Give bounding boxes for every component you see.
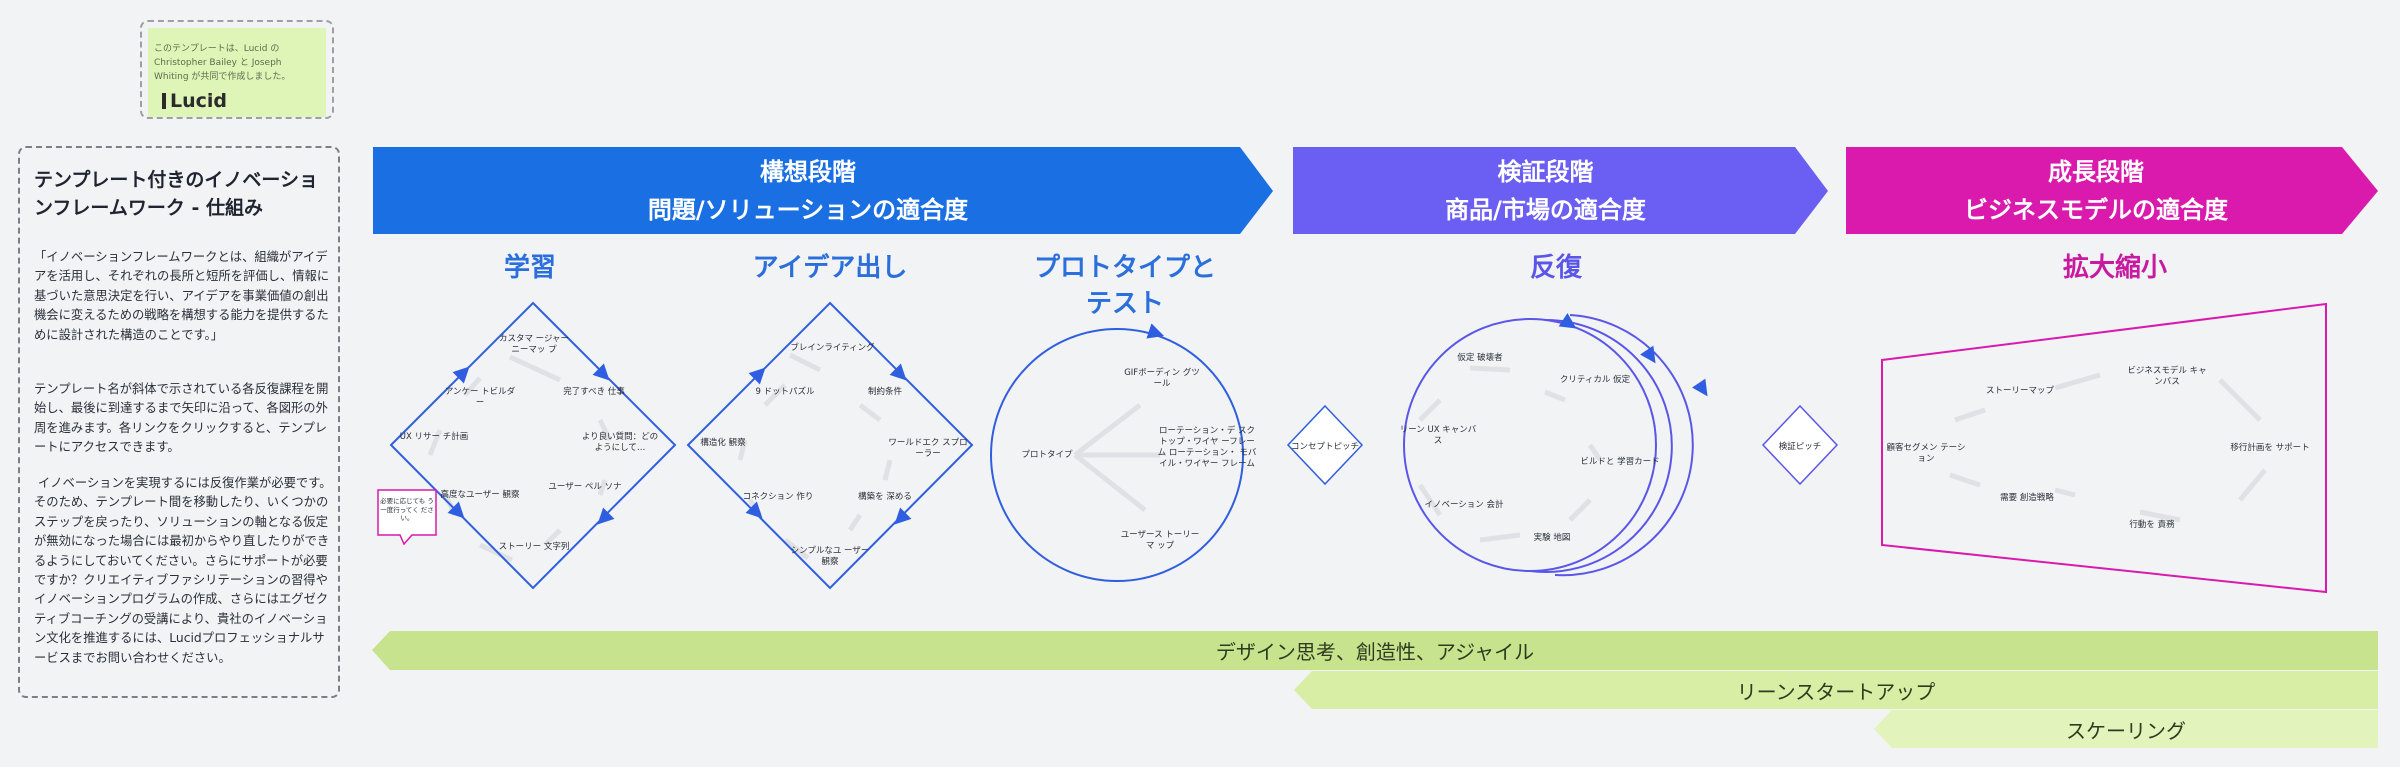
ideate-node-deepen-build[interactable]: 構築を 深める	[858, 492, 912, 502]
proto-node-gif-boarding[interactable]: GIFボーディン グツール	[1124, 368, 1200, 389]
stage-prototype-title: プロトタイプと テスト	[1033, 253, 1216, 319]
explanation-panel: テンプレート付きのイノベーションフレームワーク - 仕組み 「イノベーションフレ…	[18, 146, 340, 698]
proto-node-prototype[interactable]: プロトタイプ	[1021, 450, 1073, 460]
banner-validation-title: 検証段階	[1497, 157, 1594, 186]
banner-growth-shape	[1846, 147, 2378, 234]
learn-node-survey-builder[interactable]: アンケー トビルダ ー	[444, 387, 516, 408]
scale-trapezoid	[1881, 302, 2327, 594]
scale-node-accountability[interactable]: 行動を 責務	[2129, 520, 2175, 530]
banner-growth-subtitle: ビジネスモデルの適合度	[1964, 195, 2228, 224]
ideate-node-structured-observation[interactable]: 構造化 観察	[700, 438, 746, 448]
banner-validation: 検証段階 商品/市場の適合度	[1293, 147, 1798, 234]
prototype-circle	[990, 328, 1244, 582]
banner-validation-subtitle: 商品/市場の適合度	[1445, 195, 1646, 224]
band-scaling-shape	[1874, 710, 2378, 748]
lucid-logo-icon	[162, 93, 166, 109]
iterate-loop-3	[1554, 314, 1694, 577]
learn-node-better-questions[interactable]: より良い質問：どの ようにして…	[581, 432, 659, 453]
panel-title: テンプレート付きのイノベーションフレームワーク - 仕組み	[34, 169, 319, 219]
learn-node-story-string[interactable]: ストーリー 文字列	[498, 542, 570, 552]
band-lean-startup: リーンスタートアップ	[1736, 679, 1936, 704]
scale-node-customer-segmentation[interactable]: 顧客セグメン テーション	[1886, 443, 1966, 464]
band-scaling: スケーリング	[2066, 718, 2186, 743]
attribution-text: このテンプレートは、Lucid の Christopher Bailey と J…	[154, 44, 291, 82]
learn-retry-callout-text: 必要に応じても う一度行ってく ださい。	[380, 497, 434, 522]
attribution-sticky: このテンプレートは、Lucid の Christopher Bailey と J…	[148, 28, 326, 117]
ideate-node-simple-observation[interactable]: シンプルなユ ーザー観察	[790, 546, 870, 567]
ideate-node-9-dot-puzzle[interactable]: 9 ドットパズル	[755, 387, 815, 397]
iterate-node-lean-ux-canvas[interactable]: リーン UX キャンバス	[1399, 425, 1477, 446]
proto-node-user-story-map[interactable]: ユーザース トーリーマ ップ	[1120, 530, 1200, 551]
ideate-node-connection-making[interactable]: コネクション 作り	[742, 492, 814, 502]
band-design-thinking: デザイン思考、創造性、アジャイル	[1215, 640, 1535, 664]
banner-ideation-subtitle: 問題/ソリューションの適合度	[647, 195, 969, 224]
validation-pitch-label[interactable]: 検証ピッチ	[1778, 442, 1822, 452]
learn-node-journey-map[interactable]: カスタマ ージャー ニーマッ プ	[498, 334, 570, 355]
scale-node-demand-generation[interactable]: 需要 創造戦略	[2000, 493, 2054, 503]
learn-node-user-persona[interactable]: ユーザー ペル ソナ	[548, 482, 622, 492]
scale-node-business-model-canvas[interactable]: ビジネスモデル キャンバス	[2127, 366, 2207, 387]
ideate-diamond	[686, 301, 974, 590]
ideate-node-brainwriting[interactable]: ブレインライティング	[790, 343, 875, 353]
scale-node-transition-plan[interactable]: 移行計画を サポート	[2230, 443, 2310, 453]
iterate-node-innovation-accounting[interactable]: イノベーション 会計	[1424, 500, 1504, 510]
stage-scale-title: 拡大縮小	[2062, 253, 2167, 283]
iterate-node-experiment-map[interactable]: 実験 地図	[1533, 533, 1571, 543]
band-lean-startup-shape	[1294, 671, 2378, 709]
learn-node-ux-research-plan[interactable]: UX リサー チ計画	[399, 432, 469, 442]
validation-pitch-diamond[interactable]	[1761, 404, 1839, 486]
iterate-node-assumption-breaker[interactable]: 仮定 破壊者	[1457, 353, 1503, 363]
learn-node-advanced-observation[interactable]: 高度なユーザー 観察	[440, 490, 520, 500]
lucid-logo-text: Lucid	[170, 90, 228, 112]
ideate-node-world-explorer[interactable]: ワールドエク スプローラー	[888, 438, 968, 459]
iterate-node-critical-assumption[interactable]: クリティカル 仮定	[1559, 375, 1631, 385]
band-design-thinking-shape	[372, 631, 2378, 670]
panel-paragraph-instructions: テンプレート名が斜体で示されている各反復課程を開始し、最後に到達するまで矢印に沿…	[34, 382, 329, 455]
attribution-note: このテンプレートは、Lucid の Christopher Bailey と J…	[140, 20, 334, 119]
learn-diamond	[389, 301, 677, 590]
banner-validation-shape	[1293, 147, 1828, 234]
banner-ideation-shape	[373, 147, 1273, 234]
learn-node-jobs-to-be-done[interactable]: 完了すべき 仕事	[563, 387, 625, 397]
proto-node-wireframes[interactable]: ローテーション・デ スクトップ・ワイヤ ーフレーム ローテーション・ モバイル・…	[1157, 426, 1257, 469]
panel-paragraph-definition: 「イノベーションフレームワークとは、組織がアイデアを活用し、それぞれの長所と短所…	[34, 250, 330, 342]
iterate-loop-2	[1529, 318, 1673, 573]
banner-ideation: 構想段階 問題/ソリューションの適合度	[373, 147, 1243, 234]
stage-iterate-title: 反復	[1529, 253, 1582, 283]
lucid-logo[interactable]: Lucid	[162, 90, 228, 112]
scale-node-story-map[interactable]: ストーリーマップ	[1985, 386, 2054, 396]
banner-growth: 成長段階 ビジネスモデルの適合度	[1846, 147, 2346, 234]
stage-ideate-title: アイデア出し	[752, 253, 908, 283]
concept-pitch-diamond[interactable]	[1286, 404, 1364, 486]
ideate-node-constraints[interactable]: 制約条件	[867, 387, 902, 397]
panel-paragraph-support: イノベーションを実現するには反復作業が必要です。そのため、テンプレート間を移動し…	[34, 476, 332, 665]
learn-retry-callout	[377, 489, 437, 546]
stage-learn-title: 学習	[503, 253, 556, 283]
concept-pitch-label[interactable]: コンセプトピッチ	[1290, 442, 1359, 452]
iterate-node-build-learn-card[interactable]: ビルドと 学習カード	[1580, 457, 1660, 467]
banner-ideation-title: 構想段階	[760, 157, 856, 186]
banner-growth-title: 成長段階	[2048, 157, 2144, 186]
